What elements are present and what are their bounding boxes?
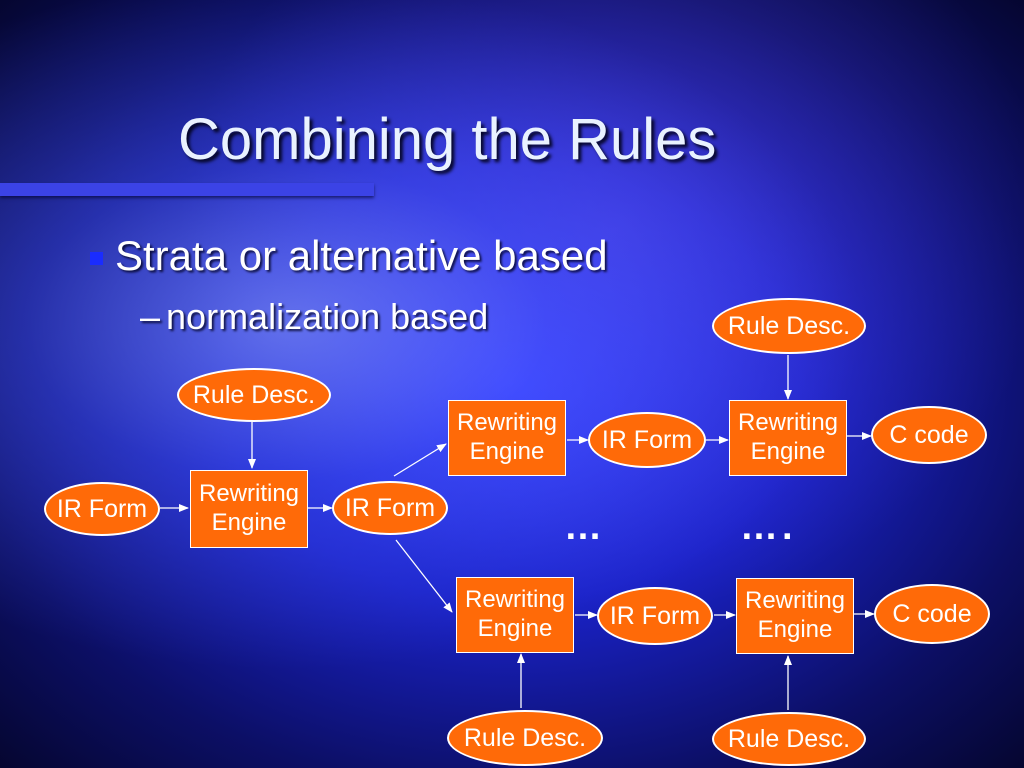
engine-label-line2: Engine [477,615,553,642]
ir-form-node-input: IR Form [44,482,160,536]
rewriting-engine-node-left: Rewriting Engine [190,470,308,548]
engine-label-line2: Engine [757,616,833,643]
engine-label-line2: Engine [750,438,826,465]
engine-label-line2: Engine [211,509,287,536]
ir-form-node-center: IR Form [332,481,448,535]
rule-desc-node-bottom-1: Rule Desc. [447,710,603,766]
c-code-node-top: C code [871,406,987,464]
rewriting-engine-node-top-1: Rewriting Engine [448,400,566,476]
edge-irform2-engine-bottom [395,539,453,613]
rule-desc-node-left: Rule Desc. [177,368,331,422]
dash-bullet-icon: – [140,296,161,337]
engine-label-line1: Rewriting [464,586,566,614]
bullet-item: Strata or alternative based [90,232,608,280]
ellipsis-more-branches-right: …. [740,506,797,548]
edge-irform2-engine-top [393,443,447,477]
ellipsis-more-branches-left: … [564,506,606,548]
engine-label-line1: Rewriting [744,587,846,615]
rewriting-engine-node-bottom-2: Rewriting Engine [736,578,854,654]
ir-form-node-bottom: IR Form [597,587,713,645]
square-bullet-icon [90,251,103,265]
rule-desc-node-bottom-2: Rule Desc. [712,712,866,766]
sub-bullet-item: – normalization based [140,296,488,338]
slide-title: Combining the Rules [178,107,717,172]
engine-label-line1: Rewriting [456,409,558,437]
c-code-node-bottom: C code [874,584,990,644]
rewriting-engine-node-top-2: Rewriting Engine [729,400,847,476]
rule-desc-node-top: Rule Desc. [712,298,866,354]
engine-label-line2: Engine [469,438,545,465]
title-underline-bar [0,183,374,196]
rewriting-engine-node-bottom-1: Rewriting Engine [456,577,574,653]
ir-form-node-top: IR Form [588,412,706,468]
engine-label-line1: Rewriting [737,409,839,437]
engine-label-line1: Rewriting [198,480,300,508]
bullet-text: Strata or alternative based [115,232,608,279]
sub-bullet-text: normalization based [166,296,489,337]
